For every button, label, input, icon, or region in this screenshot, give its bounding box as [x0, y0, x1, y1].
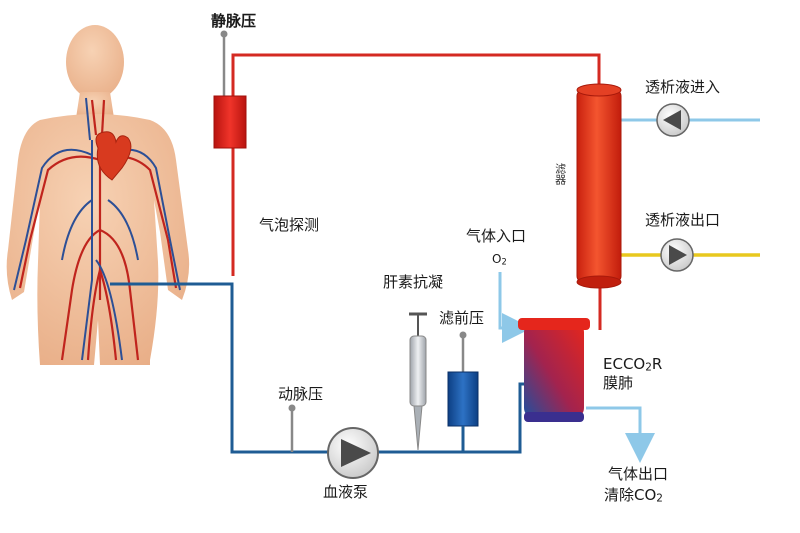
co2-clearance-label: 清除CO2	[604, 486, 663, 505]
blood-pump-label: 血液泵	[323, 483, 369, 501]
venous-pressure-label: 静脉压	[211, 12, 257, 30]
gas-inlet-line	[498, 272, 532, 343]
venous-line-return	[231, 53, 601, 276]
membrane-lung	[518, 318, 590, 422]
ecco2r-label: ECCO2R	[603, 355, 663, 374]
filter-cylinder	[576, 83, 622, 289]
heart	[95, 131, 132, 181]
venous-pressure-sensor-tip	[220, 30, 228, 38]
prefilter-pressure-label: 滤前压	[439, 309, 485, 327]
dialysate-out-label: 透析液出口	[645, 211, 721, 229]
blood-pump	[327, 427, 379, 479]
dialysate-in-pump	[656, 103, 690, 137]
prefilter-pressure-sensor-tip	[459, 331, 467, 339]
prefilter-chamber	[447, 371, 479, 427]
o2-label: O2	[492, 252, 507, 267]
gas-outlet-line	[586, 406, 655, 463]
bubble-detection-label: 气泡探测	[259, 216, 320, 234]
human-body-illustration	[6, 25, 190, 365]
head	[66, 25, 124, 99]
gas-inlet-label: 气体入口	[466, 227, 527, 245]
arterial-pressure-label: 动脉压	[278, 385, 324, 403]
torso	[6, 114, 190, 365]
heparin-anticoagulation-label: 肝素抗凝	[383, 273, 444, 291]
heparin-syringe	[409, 312, 427, 451]
dialysate-out-pump	[660, 238, 694, 272]
filter-label: 滤器	[553, 163, 567, 185]
arterial-pressure-sensor-tip	[288, 404, 296, 412]
dialysate-in-label: 透析液进入	[645, 78, 721, 96]
membrane-lung-label: 膜肺	[603, 374, 634, 392]
gas-outlet-label: 气体出口	[608, 465, 669, 483]
venous-chamber	[213, 95, 247, 149]
